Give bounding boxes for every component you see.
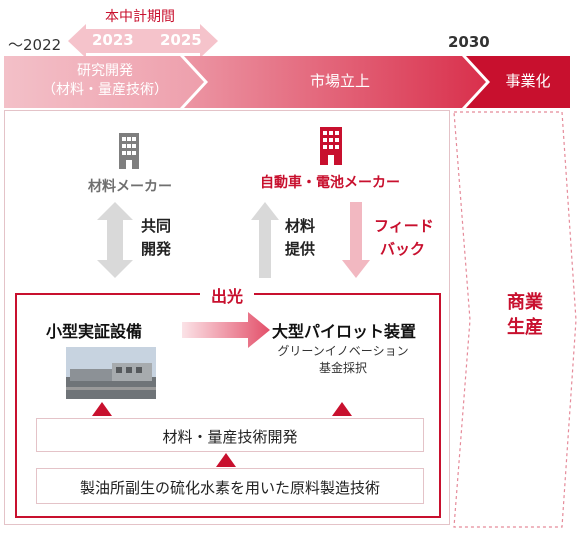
year-2023: 2023: [92, 31, 134, 49]
year-2030: 2030: [448, 33, 490, 51]
collab-label-line1: 共同: [141, 217, 172, 235]
commercial-label-line2: 生産: [507, 317, 543, 338]
feedback-label-line2: バック: [380, 240, 426, 258]
feedback-arrow: [342, 202, 370, 278]
supply-label-line1: 材料: [285, 217, 316, 235]
pilot-label: 大型パイロット装置: [272, 322, 417, 341]
outer-frame: [4, 110, 450, 525]
small-facility-label: 小型実証設備: [46, 322, 143, 341]
facility-photo: [66, 347, 156, 399]
supply-label-line2: 提供: [285, 240, 316, 258]
idemitsu-label: 出光: [200, 283, 254, 307]
pilot-sub-line1: グリーンイノベーション: [277, 344, 409, 358]
stage1-label-line1: 研究開発: [77, 63, 133, 79]
plan-period-arrow: [68, 24, 218, 58]
stage3-chevron: [466, 56, 570, 108]
commercial-chevron: [453, 111, 577, 528]
stage3-label: 事業化: [505, 72, 551, 90]
raw-tech-box: [36, 468, 424, 504]
auto-battery-maker-label: 自動車・電池メーカー: [260, 175, 400, 191]
scaleup-arrow: [182, 312, 270, 348]
material-maker-label: 材料メーカー: [88, 179, 172, 195]
raw-tech-label: 製油所副生の硫化水素を用いた原料製造技術: [79, 479, 380, 497]
year-start: 〜2022: [8, 36, 62, 54]
stage1-label-line2: （材料・量産技術）: [42, 82, 168, 98]
building-icon-gray: [119, 133, 139, 169]
stage2-label: 市場立上: [309, 72, 370, 90]
collab-arrow: [97, 202, 133, 278]
stage1-chevron: [4, 56, 204, 108]
up-triangle-center: [216, 453, 236, 467]
tech-dev-label: 材料・量産技術開発: [162, 428, 298, 446]
feedback-label-line1: フィード: [374, 217, 434, 235]
plan-period-label: 本中計期間: [105, 9, 175, 25]
up-triangle-right: [332, 402, 352, 416]
commercial-label-line1: 商業: [507, 292, 543, 313]
stage-bar: [4, 56, 570, 108]
collab-label-line2: 開発: [141, 240, 172, 258]
pilot-sub-line2: 基金採択: [318, 361, 367, 375]
supply-arrow: [251, 202, 279, 278]
stage2-chevron: [184, 56, 486, 108]
year-2025: 2025: [160, 31, 202, 49]
up-triangle-left: [92, 402, 112, 416]
tech-dev-box: [36, 418, 424, 452]
building-icon-red: [320, 127, 342, 165]
